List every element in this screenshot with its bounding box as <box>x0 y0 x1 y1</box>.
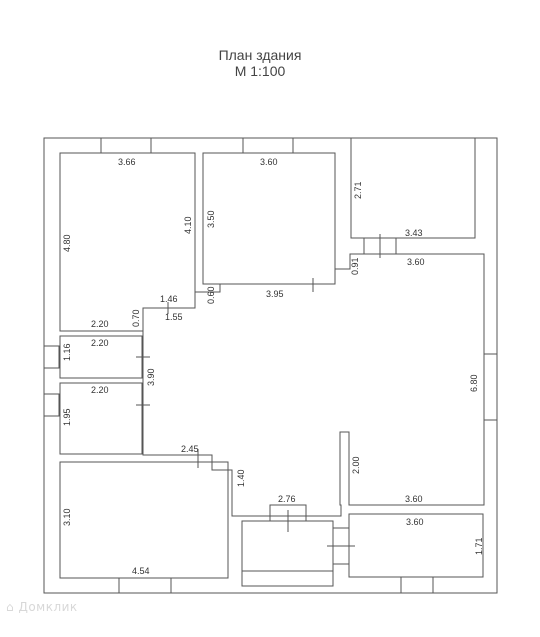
dim-corridor-height: 3.90 <box>146 368 156 386</box>
dim-bath2-width: 2.20 <box>91 385 109 395</box>
dim-passage-width: 2.45 <box>181 444 199 454</box>
dim-room5-height: 1.71 <box>474 537 484 555</box>
watermark-logo-icon: ⌂ <box>6 600 19 614</box>
watermark: ⌂ Домклик <box>6 600 78 614</box>
dim-vestibule-width: 2.76 <box>278 494 296 504</box>
dim-room4-width: 4.54 <box>132 566 150 576</box>
outer-wall <box>43 137 498 594</box>
room-4 <box>59 461 229 579</box>
dim-passage-height: 1.40 <box>236 469 246 487</box>
dim-room2-width: 3.60 <box>260 157 278 167</box>
dim-bath1-height: 1.16 <box>62 343 72 361</box>
plan-scale: М 1:100 <box>234 63 286 79</box>
window-top-mid <box>242 137 294 154</box>
room-1 <box>59 152 196 332</box>
dim-room1-bottom: 2.20 <box>91 319 109 329</box>
window-right <box>483 353 498 421</box>
dim-room3-width: 3.43 <box>405 228 423 238</box>
plan-title: План здания <box>218 47 302 63</box>
dim-room2-height: 3.50 <box>206 210 216 228</box>
window-left-2 <box>43 393 60 417</box>
dim-hall-bottom: 3.60 <box>405 494 423 504</box>
dim-room3-height: 2.71 <box>353 181 363 199</box>
dim-room2-bottom: 3.95 <box>266 289 284 299</box>
window-top-left <box>100 137 152 154</box>
dim-room2-step: 0.60 <box>206 286 216 304</box>
dim-room1-width: 3.66 <box>118 157 136 167</box>
hall <box>142 253 485 517</box>
window-bottom-left <box>118 577 172 594</box>
dim-room4-height: 3.10 <box>62 508 72 526</box>
dim-bath2-height: 1.95 <box>62 408 72 426</box>
window-bottom-right <box>400 576 434 594</box>
room-2 <box>202 152 336 285</box>
dim-corridor-top: 1.46 <box>160 294 178 304</box>
dim-hall-lower-height: 2.00 <box>351 456 361 474</box>
dim-room1-step: 0.70 <box>131 309 141 327</box>
dim-hall-height: 6.80 <box>469 374 479 392</box>
dim-room1-inner-height: 4.10 <box>183 216 193 234</box>
dim-bath1-width: 2.20 <box>91 338 109 348</box>
dim-hall-top: 3.60 <box>407 257 425 267</box>
dim-hall-step: 0.91 <box>350 257 360 275</box>
window-left-1 <box>43 345 60 369</box>
watermark-text: Домклик <box>18 600 78 614</box>
dim-corridor-inner: 1.55 <box>165 312 183 322</box>
room-3 <box>350 137 476 239</box>
dim-room1-height: 4.80 <box>62 234 72 252</box>
dim-room5-width: 3.60 <box>406 517 424 527</box>
bathroom-2 <box>59 382 143 455</box>
